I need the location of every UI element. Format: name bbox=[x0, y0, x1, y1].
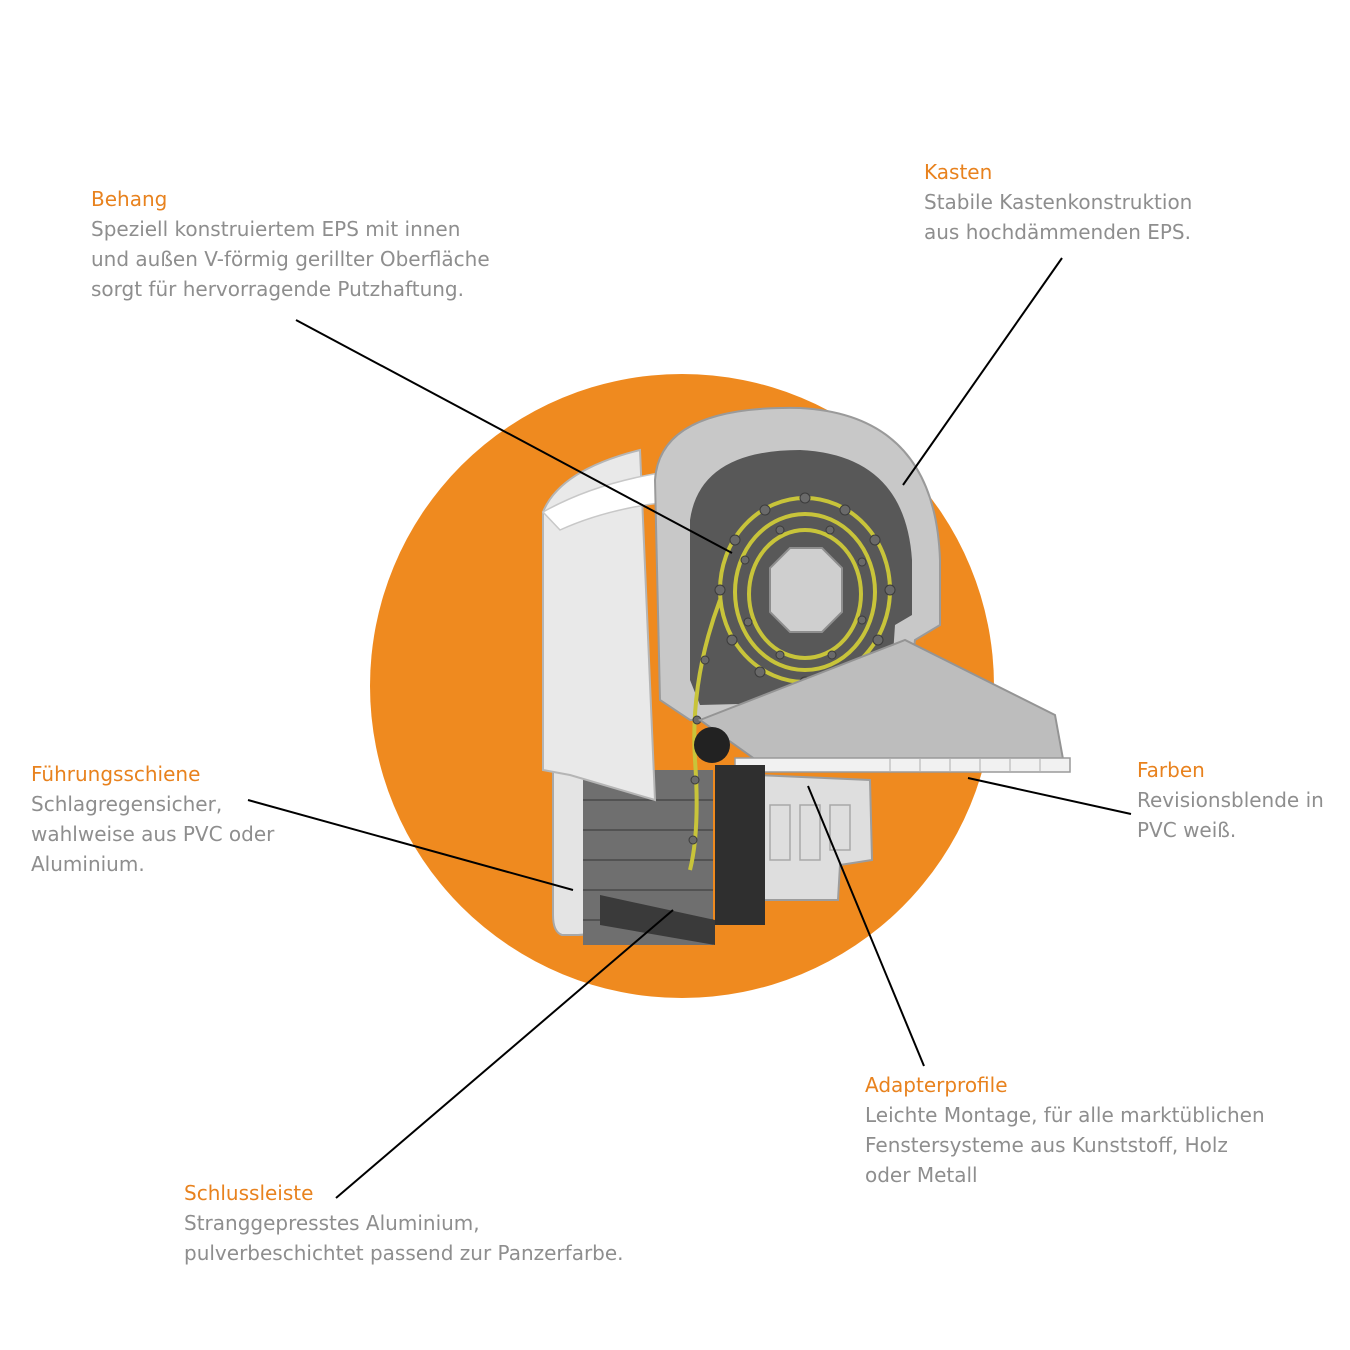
callout-text-line: sorgt für hervorragende Putzhaftung. bbox=[91, 277, 464, 301]
callout-title: Adapterprofile bbox=[865, 1073, 1008, 1097]
callout-fuehrungsschiene: Führungsschiene Schlagregensicher, wahlw… bbox=[31, 759, 274, 879]
revision-strip bbox=[734, 757, 1071, 773]
callout-text-line: Stabile Kastenkonstruktion bbox=[924, 190, 1193, 214]
leader-line-adapter bbox=[807, 785, 925, 1067]
callout-text-line: oder Metall bbox=[865, 1163, 978, 1187]
callout-text-line: Schlagregensicher, bbox=[31, 792, 223, 816]
callout-farben: Farben Revisionsblende in PVC weiß. bbox=[1137, 755, 1324, 845]
leader-line-fuehrung bbox=[247, 799, 574, 891]
roller-shutter-product-image bbox=[541, 406, 1071, 945]
callout-kasten: Kasten Stabile Kastenkonstruktion aus ho… bbox=[924, 157, 1192, 247]
callout-text-line: PVC weiß. bbox=[1137, 818, 1237, 842]
callout-title: Behang bbox=[91, 187, 168, 211]
callout-title: Schlussleiste bbox=[184, 1181, 314, 1205]
callout-behang: Behang Speziell konstruiertem EPS mit in… bbox=[91, 184, 490, 304]
callout-text-line: pulverbeschichtet passend zur Panzerfarb… bbox=[184, 1241, 624, 1265]
callout-title: Führungsschiene bbox=[31, 762, 201, 786]
callout-schlussleiste: Schlussleiste Stranggepresstes Aluminium… bbox=[184, 1178, 624, 1268]
leader-line-farben bbox=[967, 777, 1132, 815]
leader-lines bbox=[247, 257, 1132, 1199]
octagonal-shaft bbox=[769, 547, 843, 633]
callout-text-line: wahlweise aus PVC oder bbox=[31, 822, 275, 846]
callout-text-line: Speziell konstruiertem EPS mit innen bbox=[91, 217, 461, 241]
callout-text-line: Leichte Montage, für alle marktüblichen bbox=[865, 1103, 1265, 1127]
callout-text-line: Stranggepresstes Aluminium, bbox=[184, 1211, 480, 1235]
callout-text-line: Fenstersysteme aus Kunststoff, Holz bbox=[865, 1133, 1228, 1157]
bottom-bar bbox=[600, 895, 715, 945]
callout-text-line: aus hochdämmenden EPS. bbox=[924, 220, 1191, 244]
callout-text-line: und außen V-förmig gerillter Oberfläche bbox=[91, 247, 490, 271]
leader-line-schluss bbox=[335, 909, 674, 1199]
leader-line-kasten bbox=[902, 257, 1063, 486]
callout-text-line: Aluminium. bbox=[31, 852, 145, 876]
seal-brush bbox=[694, 727, 730, 763]
callout-title: Kasten bbox=[924, 160, 993, 184]
leader-line-behang bbox=[295, 319, 733, 554]
callout-adapterprofile: Adapterprofile Leichte Montage, für alle… bbox=[865, 1070, 1265, 1190]
callout-text-line: Revisionsblende in bbox=[1137, 788, 1324, 812]
callout-title: Farben bbox=[1137, 758, 1205, 782]
front-panel bbox=[542, 448, 657, 802]
